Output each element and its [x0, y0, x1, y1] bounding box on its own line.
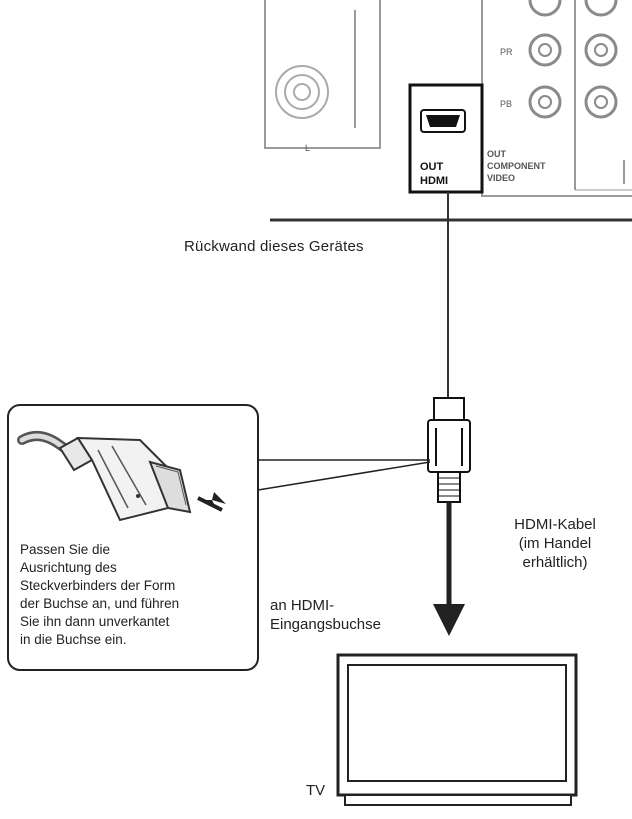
rca-jack-l: [275, 65, 329, 119]
callout-line-5: Sie ihn dann unverkantet: [20, 614, 170, 629]
callout-line-1: Passen Sie die: [20, 542, 111, 557]
callout-line-6: in die Buchse ein.: [20, 632, 127, 647]
cable-label-line1: HDMI-Kabel: [514, 516, 596, 533]
callout-line-4: der Buchse an, und führen: [20, 596, 180, 611]
cable-label: HDMI-Kabel (im Handel erhältlich): [495, 515, 615, 572]
callout-line-2: Ausrichtung des: [20, 560, 117, 575]
cable-label-line3: erhältlich): [522, 554, 588, 571]
out-hdmi-label-line2: HDMI: [420, 175, 448, 187]
component-label-line3: VIDEO: [487, 173, 515, 183]
out-hdmi-port: OUT HDMI: [408, 83, 484, 194]
hdmi-input-label-line2: Eingangsbuchse: [270, 616, 381, 633]
rear-panel: [264, 0, 632, 197]
hdmi-input-label-line1: an HDMI-: [270, 597, 335, 614]
hdmi-plug: [427, 397, 471, 503]
pb-label: PB: [500, 99, 512, 109]
cable-label-line2: (im Handel: [518, 535, 592, 552]
plug-closeup-illustration: [17, 431, 226, 522]
callout-text: Passen Sie die Ausrichtung des Steckverb…: [20, 541, 252, 649]
rear-panel-label: Rückwand dieses Gerätes: [184, 238, 364, 255]
tv-label: TV: [306, 782, 326, 799]
callout-box: [7, 404, 431, 671]
callout-line-3: Steckverbinders der Form: [20, 578, 176, 593]
out-hdmi-label-line1: OUT: [420, 161, 444, 173]
arrow-down-icon: [433, 604, 465, 636]
hdmi-input-label: an HDMI- Eingangsbuchse: [270, 596, 381, 634]
l-channel-label: L: [305, 143, 310, 153]
pr-label: PR: [500, 47, 513, 57]
component-label-line1: OUT: [487, 149, 507, 159]
component-label-line2: COMPONENT: [487, 161, 546, 171]
component-jacks: [528, 0, 618, 119]
tv-illustration: [336, 653, 578, 806]
